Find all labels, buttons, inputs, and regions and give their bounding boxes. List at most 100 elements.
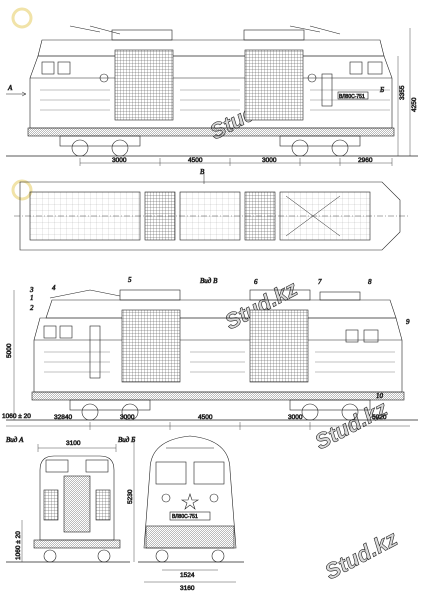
number-plate-text: ВЛ80С-751 [172, 514, 198, 520]
dim-width: 3160 [180, 585, 195, 592]
bogie-front [59, 135, 141, 157]
wheel-icon [155, 549, 169, 563]
roof [45, 299, 397, 319]
window [345, 329, 359, 343]
window [41, 61, 55, 75]
callout-4: 4 [52, 284, 56, 292]
roof-equipment [319, 291, 361, 301]
dim-bogie-gap: 4500 [198, 414, 213, 421]
view-title: Вид А [6, 436, 24, 444]
dim-coupler-height: 1060 ± 20 [15, 531, 22, 560]
pantograph [49, 289, 121, 299]
wheel-icon [97, 549, 111, 563]
wheel-icon [331, 139, 349, 157]
side-view-2-dimensions: 5000 1060 ± 20 32840 3000 4500 3000 5920 [2, 290, 410, 430]
wheel-icon [81, 403, 99, 421]
mark-v: В [200, 168, 205, 176]
callout-8: 8 [368, 278, 372, 286]
dim-bogie-rear: 3000 [288, 414, 303, 421]
cooling-grille [121, 309, 181, 383]
dim-bogie-front: 3000 [112, 157, 127, 164]
mark-b: Б [379, 86, 384, 94]
cab-door [89, 325, 101, 379]
dim-rear: 2960 [358, 157, 373, 164]
end-grille [43, 489, 59, 521]
window [363, 329, 379, 343]
end-grille [95, 489, 111, 521]
cab-window [367, 61, 383, 75]
star-emblem-icon [180, 493, 200, 510]
callout-10: 10 [376, 392, 384, 400]
dim-bogie-gap: 4500 [188, 157, 203, 164]
body-stripes [44, 351, 395, 373]
callout-6: 6 [254, 278, 258, 286]
side-view-dimensions: 3000 4500 3000 2960 3355 4250 А Б [6, 28, 418, 166]
roof [37, 39, 385, 57]
dim-total-height: 4250 [411, 97, 418, 112]
watermark-text: Stud.kz [321, 526, 402, 585]
bogie-frame [59, 135, 141, 147]
window [57, 61, 71, 75]
cooling-grille [249, 309, 309, 383]
windshield [193, 461, 225, 485]
wheel-icon [291, 139, 309, 157]
bogie-front [69, 399, 151, 421]
dim-height: 3355 [399, 85, 406, 100]
roof-equipment [119, 289, 181, 301]
bogie-frame [69, 399, 151, 411]
view-title: Вид В [200, 277, 218, 285]
callout-2: 2 [30, 304, 34, 312]
pantograph [289, 25, 341, 35]
view-title: Вид Б [118, 436, 135, 444]
watermark-logo-icon [11, 179, 33, 201]
headlight-icon [209, 493, 219, 503]
watermark-logo-icon [11, 7, 33, 29]
headlight-icon [161, 493, 171, 503]
bogie-frame [289, 399, 371, 411]
dim-left-base: 32840 [54, 414, 72, 421]
callout-9: 9 [406, 318, 410, 326]
wheel-icon [111, 139, 129, 157]
dim-height: 5000 [6, 343, 13, 358]
dim-track-gauge: 1524 [180, 572, 195, 579]
window [59, 325, 73, 339]
mark-a: А [7, 84, 13, 92]
headlight-icon [307, 73, 317, 83]
end-door [63, 475, 91, 533]
roof-equipment [243, 29, 305, 41]
callout-1: 1 [30, 294, 34, 302]
windshield [155, 461, 187, 485]
dim-bogie-front: 3000 [120, 414, 135, 421]
callouts: 1 2 3 4 5 6 7 8 9 10 [29, 276, 411, 401]
dim-bogie-rear: 3000 [262, 157, 277, 164]
dim-height: 5230 [127, 489, 134, 504]
callout-3: 3 [29, 286, 34, 294]
body-stripes [40, 89, 390, 111]
roof-equipment [249, 289, 311, 301]
wheel-icon [301, 403, 319, 421]
side-view-2: Вид В 1 2 3 4 [2, 276, 418, 430]
end-view-a: Вид А 3100 1060 ± 20 [6, 436, 130, 563]
pilot [145, 525, 235, 549]
underframe [27, 127, 395, 137]
end-body [39, 455, 115, 541]
cooling-grille [114, 49, 174, 121]
cooling-grille [244, 49, 304, 121]
pantograph [69, 25, 121, 35]
pantograph-plan [285, 195, 341, 237]
watermark-text: Stud.kz [311, 396, 392, 455]
bogie-frame [279, 135, 361, 147]
window [349, 61, 363, 75]
wheel-icon [211, 549, 225, 563]
body [33, 317, 403, 393]
headlight-icon [99, 73, 109, 83]
underframe [31, 391, 405, 401]
plan-view: В [14, 168, 408, 251]
cab-door [321, 73, 333, 107]
wheel-icon [71, 139, 89, 157]
side-view: ВЛ80С-751 3000 4500 3000 2960 [6, 25, 418, 166]
number-plate [169, 511, 211, 521]
number-plate-text: ВЛ80С-751 [339, 94, 365, 100]
dim-left-offset: 1060 ± 20 [2, 413, 31, 420]
